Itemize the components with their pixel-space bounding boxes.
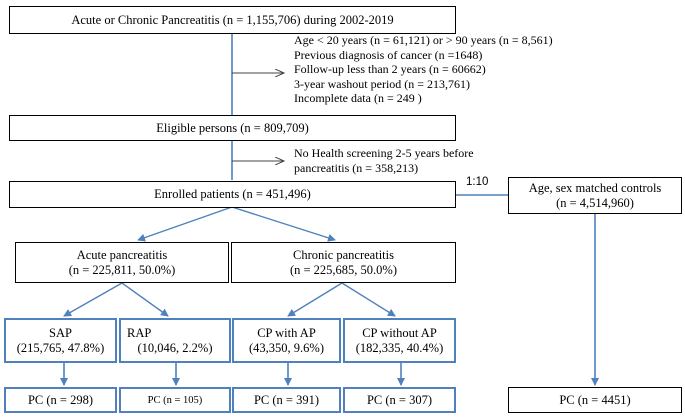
exclusion-line: Incomplete data (n = 249 ) <box>294 91 422 105</box>
subgroup-detail: (43,350, 9.6%) <box>249 340 324 355</box>
subgroup-name: RAP <box>127 325 152 340</box>
subgroup-name: SAP <box>49 325 72 340</box>
outcome-text: PC (n = 307) <box>366 392 433 407</box>
subgroup-cp-without-ap-box: CP without AP (182,335, 40.4%) <box>343 318 456 363</box>
acute-to-rap-arrow <box>121 282 169 317</box>
chronic-to-cpwithout-arrow <box>341 282 396 317</box>
eligible-box: Eligible persons (n = 809,709) <box>9 115 456 141</box>
subgroup-sap-box: SAP (215,765, 47.8%) <box>4 318 117 363</box>
exclusions-2: No Health screening 2-5 years before pan… <box>294 146 594 175</box>
outcome-rap-box: PC (n = 105) <box>119 387 231 413</box>
outcome-sap-box: PC (n = 298) <box>4 387 117 413</box>
exclusion-line: Follow-up less than 2 years (n = 60662) <box>294 62 486 76</box>
chronic-box-line-1: Chronic pancreatitis <box>292 247 394 262</box>
chronic-to-cpwith-arrow <box>287 282 343 317</box>
top-box: Acute or Chronic Pancreatitis (n = 1,155… <box>9 6 456 34</box>
enrolled-to-chronic-arrow <box>231 206 336 242</box>
chronic-box: Chronic pancreatitis (n = 225,685, 50.0%… <box>231 242 456 283</box>
enrolled-to-acute-arrow <box>137 206 233 242</box>
outcome-text: PC (n = 298) <box>27 392 94 407</box>
acute-box: Acute pancreatitis (n = 225,811, 50.0%) <box>15 242 229 283</box>
subgroup-rap-box: RAP (10,046, 2.2%) <box>119 318 231 363</box>
exclusion-line: Age < 20 years (n = 61,121) or > 90 year… <box>294 33 553 47</box>
ratio-label: 1:10 <box>466 176 489 188</box>
controls-box-line-1: Age, sex matched controls <box>528 180 662 195</box>
top-box-text: Acute or Chronic Pancreatitis (n = 1,155… <box>71 12 394 27</box>
acute-box-line-2: (n = 225,811, 50.0%) <box>68 262 176 277</box>
enrolled-box-text: Enrolled patients (n = 451,496) <box>154 187 311 201</box>
subgroup-cp-with-ap-box: CP with AP (43,350, 9.6%) <box>232 318 341 363</box>
outcome-controls-box: PC (n = 4451) <box>508 387 682 413</box>
outcome-text: PC (n = 391) <box>253 392 320 407</box>
exclusion-line: 3-year washout period (n = 213,761) <box>294 76 471 91</box>
subgroup-name: CP with AP <box>257 325 316 340</box>
controls-box: Age, sex matched controls (n = 4,514,960… <box>508 177 682 214</box>
controls-box-line-2: (n = 4,514,960) <box>556 195 634 210</box>
subgroup-detail: (215,765, 47.8%) <box>16 340 105 355</box>
acute-box-line-1: Acute pancreatitis <box>76 247 168 262</box>
chronic-box-line-2: (n = 225,685, 50.0%) <box>289 262 398 277</box>
exclusion-line: Previous diagnosis of cancer (n =1648) <box>294 47 483 62</box>
outcome-text: PC (n = 4451) <box>559 392 631 407</box>
exclusion-line: No Health screening 2-5 years before <box>294 146 474 160</box>
exclusions-1: Age < 20 years (n = 61,121) or > 90 year… <box>294 33 684 106</box>
outcome-text: PC (n = 105) <box>147 394 203 406</box>
outcome-cp-with-ap-box: PC (n = 391) <box>232 387 341 413</box>
outcome-cp-without-ap-box: PC (n = 307) <box>343 387 456 413</box>
subgroup-detail: (10,046, 2.2%) <box>137 340 213 355</box>
exclusion-line: pancreatitis (n = 358,213) <box>294 160 419 175</box>
subgroup-name: CP without AP <box>362 325 437 340</box>
acute-to-sap-arrow <box>63 282 123 317</box>
subgroup-detail: (182,335, 40.4%) <box>355 340 444 355</box>
eligible-box-text: Eligible persons (n = 809,709) <box>156 120 309 135</box>
enrolled-box: Enrolled patients (n = 451,496) <box>9 181 456 208</box>
